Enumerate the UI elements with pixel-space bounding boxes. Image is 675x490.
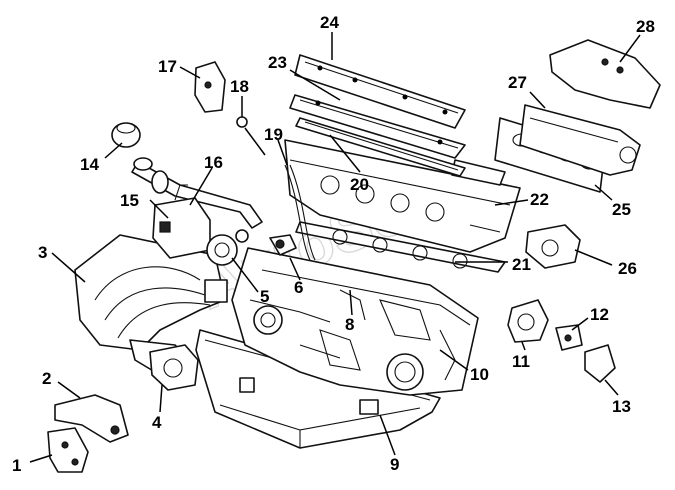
callout-17: 17 bbox=[158, 57, 177, 76]
bracket-17 bbox=[194, 61, 226, 113]
callout-18: 18 bbox=[230, 77, 249, 96]
engine-block bbox=[231, 247, 479, 396]
bolt-18 bbox=[236, 116, 266, 156]
callout-4: 4 bbox=[152, 413, 162, 432]
top-cover bbox=[294, 54, 466, 129]
callout-28: 28 bbox=[636, 17, 655, 36]
water-pump bbox=[206, 229, 249, 266]
callout-13: 13 bbox=[612, 397, 631, 416]
filler-cap bbox=[111, 122, 141, 148]
callout-12: 12 bbox=[590, 305, 609, 324]
cam-baffle bbox=[289, 94, 466, 159]
callout-6: 6 bbox=[294, 278, 303, 297]
callout-26: 26 bbox=[618, 259, 637, 278]
callout-15: 15 bbox=[120, 191, 139, 210]
callout-5: 5 bbox=[260, 287, 269, 306]
mount-bracket bbox=[47, 427, 89, 473]
callout-27: 27 bbox=[508, 73, 527, 92]
callout-9: 9 bbox=[390, 455, 399, 474]
callout-20: 20 bbox=[350, 175, 369, 194]
callout-24: 24 bbox=[320, 13, 339, 32]
exhaust-manifold bbox=[519, 104, 641, 176]
callout-22: 22 bbox=[530, 190, 549, 209]
callout-8: 8 bbox=[345, 315, 354, 334]
thermostat-housing bbox=[507, 299, 549, 343]
oil-pan bbox=[195, 329, 441, 449]
callout-10: 10 bbox=[470, 365, 489, 384]
cover-gasket bbox=[295, 117, 466, 177]
engine-mount bbox=[54, 394, 129, 443]
callout-19: 19 bbox=[264, 125, 283, 144]
leader-lines bbox=[29, 32, 641, 463]
callout-2: 2 bbox=[42, 369, 51, 388]
callout-23: 23 bbox=[268, 53, 287, 72]
water-outlet bbox=[525, 224, 581, 269]
sensor-6 bbox=[269, 234, 297, 256]
outlet-13 bbox=[584, 344, 616, 383]
sensor-12 bbox=[555, 324, 583, 351]
callout-25: 25 bbox=[612, 200, 631, 219]
throttle-body bbox=[149, 344, 199, 391]
dipstick-tube bbox=[284, 164, 316, 261]
air-hose bbox=[131, 157, 263, 229]
callout-1: 1 bbox=[12, 456, 21, 475]
callout-3: 3 bbox=[38, 243, 47, 262]
callout-21: 21 bbox=[512, 255, 531, 274]
head-gasket bbox=[295, 221, 506, 273]
callout-16: 16 bbox=[204, 153, 223, 172]
cylinder-head bbox=[284, 139, 521, 253]
callout-14: 14 bbox=[80, 155, 99, 174]
heat-shield bbox=[549, 39, 661, 109]
callout-11: 11 bbox=[512, 352, 530, 371]
